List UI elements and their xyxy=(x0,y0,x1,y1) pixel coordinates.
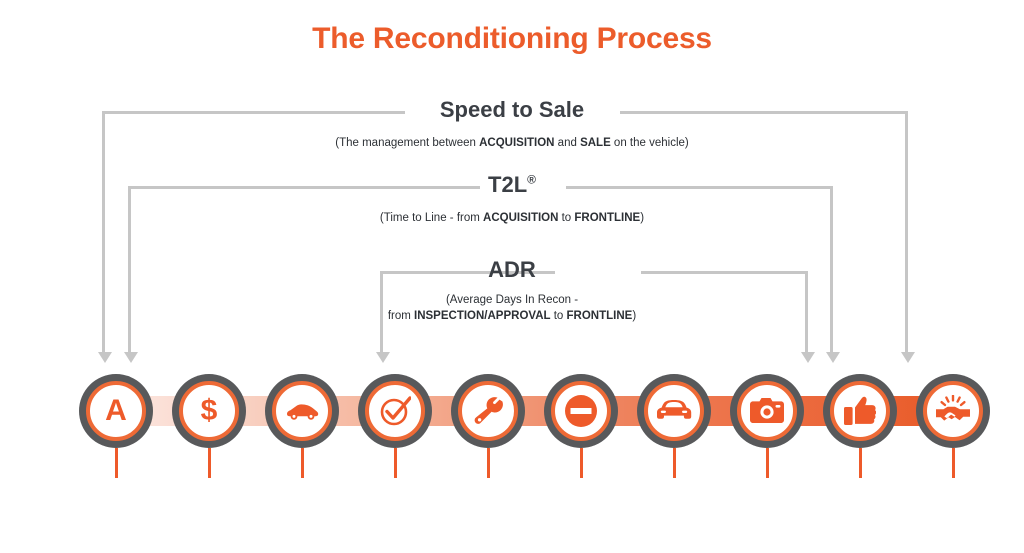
node-tick xyxy=(208,448,211,478)
node-tick xyxy=(952,448,955,478)
adr-subtitle-line-2: from INSPECTION/APPROVAL to FRONTLINE) xyxy=(387,310,637,322)
camera-icon xyxy=(750,398,784,423)
bracket-arrowhead-left xyxy=(376,352,390,363)
bracket-drop-left xyxy=(380,271,383,354)
node-tick xyxy=(766,448,769,478)
registered-mark-icon: ® xyxy=(527,172,536,187)
bracket-line-left xyxy=(102,111,405,114)
node-tick xyxy=(673,448,676,478)
node-disc xyxy=(830,381,890,441)
node-disc xyxy=(644,381,704,441)
measure-label-text: Speed to Sale xyxy=(439,97,585,122)
node-disc xyxy=(737,381,797,441)
bracket-drop-left xyxy=(128,186,131,354)
process-track: A $ xyxy=(0,360,1024,480)
bracket-line-right xyxy=(620,111,908,114)
handshake-icon xyxy=(936,395,970,421)
node-disc xyxy=(551,381,611,441)
bracket-drop-left xyxy=(102,111,105,354)
measure-subtitle-adr: (Average Days In Recon - from INSPECTION… xyxy=(0,292,1024,324)
process-node-1[interactable]: A xyxy=(79,374,153,478)
bracket-line-right xyxy=(641,271,808,274)
node-disc: $ xyxy=(179,381,239,441)
process-node-2[interactable]: $ xyxy=(172,374,246,478)
process-node-8[interactable] xyxy=(730,374,804,478)
process-node-9[interactable] xyxy=(823,374,897,478)
bracket-arrowhead-right xyxy=(801,352,815,363)
node-tick xyxy=(580,448,583,478)
adr-subtitle-line-1: (Average Days In Recon - xyxy=(445,294,579,306)
measure-label-text: T2L xyxy=(488,172,528,197)
measure-label-adr: ADR xyxy=(0,257,1024,283)
page-title: The Reconditioning Process xyxy=(312,22,712,55)
process-node-5[interactable] xyxy=(451,374,525,478)
no-entry-icon xyxy=(565,395,597,427)
wrench-icon xyxy=(474,397,503,424)
node-disc xyxy=(365,381,425,441)
bracket-line-left xyxy=(128,186,480,189)
letter-a-icon: A xyxy=(105,394,127,427)
measure-label-speed-to-sale: Speed to Sale xyxy=(0,97,1024,123)
process-node-4[interactable] xyxy=(358,374,432,478)
car-front-icon xyxy=(657,400,692,419)
measure-subtitle-t2l: (Time to Line - from ACQUISITION to FRON… xyxy=(379,212,645,224)
node-tick xyxy=(115,448,118,478)
node-disc xyxy=(458,381,518,441)
car-side-icon xyxy=(287,404,319,420)
bracket-drop-right xyxy=(805,271,808,354)
node-tick xyxy=(487,448,490,478)
dollar-sign-icon: $ xyxy=(200,394,218,427)
bracket-arrowhead-left xyxy=(98,352,112,363)
process-node-6[interactable] xyxy=(544,374,618,478)
measure-subtitle-speed-to-sale: (The management between ACQUISITION and … xyxy=(335,137,689,149)
node-tick xyxy=(859,448,862,478)
process-node-3[interactable] xyxy=(265,374,339,478)
bracket-line-right xyxy=(566,186,833,189)
node-tick xyxy=(394,448,397,478)
bracket-arrowhead-right xyxy=(901,352,915,363)
process-node-7[interactable] xyxy=(637,374,711,478)
measure-label-text: ADR xyxy=(488,257,536,282)
node-tick xyxy=(301,448,304,478)
bracket-arrowhead-left xyxy=(124,352,138,363)
bracket-drop-right xyxy=(830,186,833,354)
node-disc xyxy=(272,381,332,441)
node-disc: A xyxy=(86,381,146,441)
thumbs-up-icon xyxy=(844,396,876,425)
bracket-line-left xyxy=(380,271,555,274)
measure-label-t2l: T2L® xyxy=(0,172,1024,198)
check-circle-icon xyxy=(380,396,411,426)
bracket-drop-right xyxy=(905,111,908,354)
bracket-arrowhead-right xyxy=(826,352,840,363)
process-node-10[interactable] xyxy=(916,374,990,478)
node-disc xyxy=(923,381,983,441)
